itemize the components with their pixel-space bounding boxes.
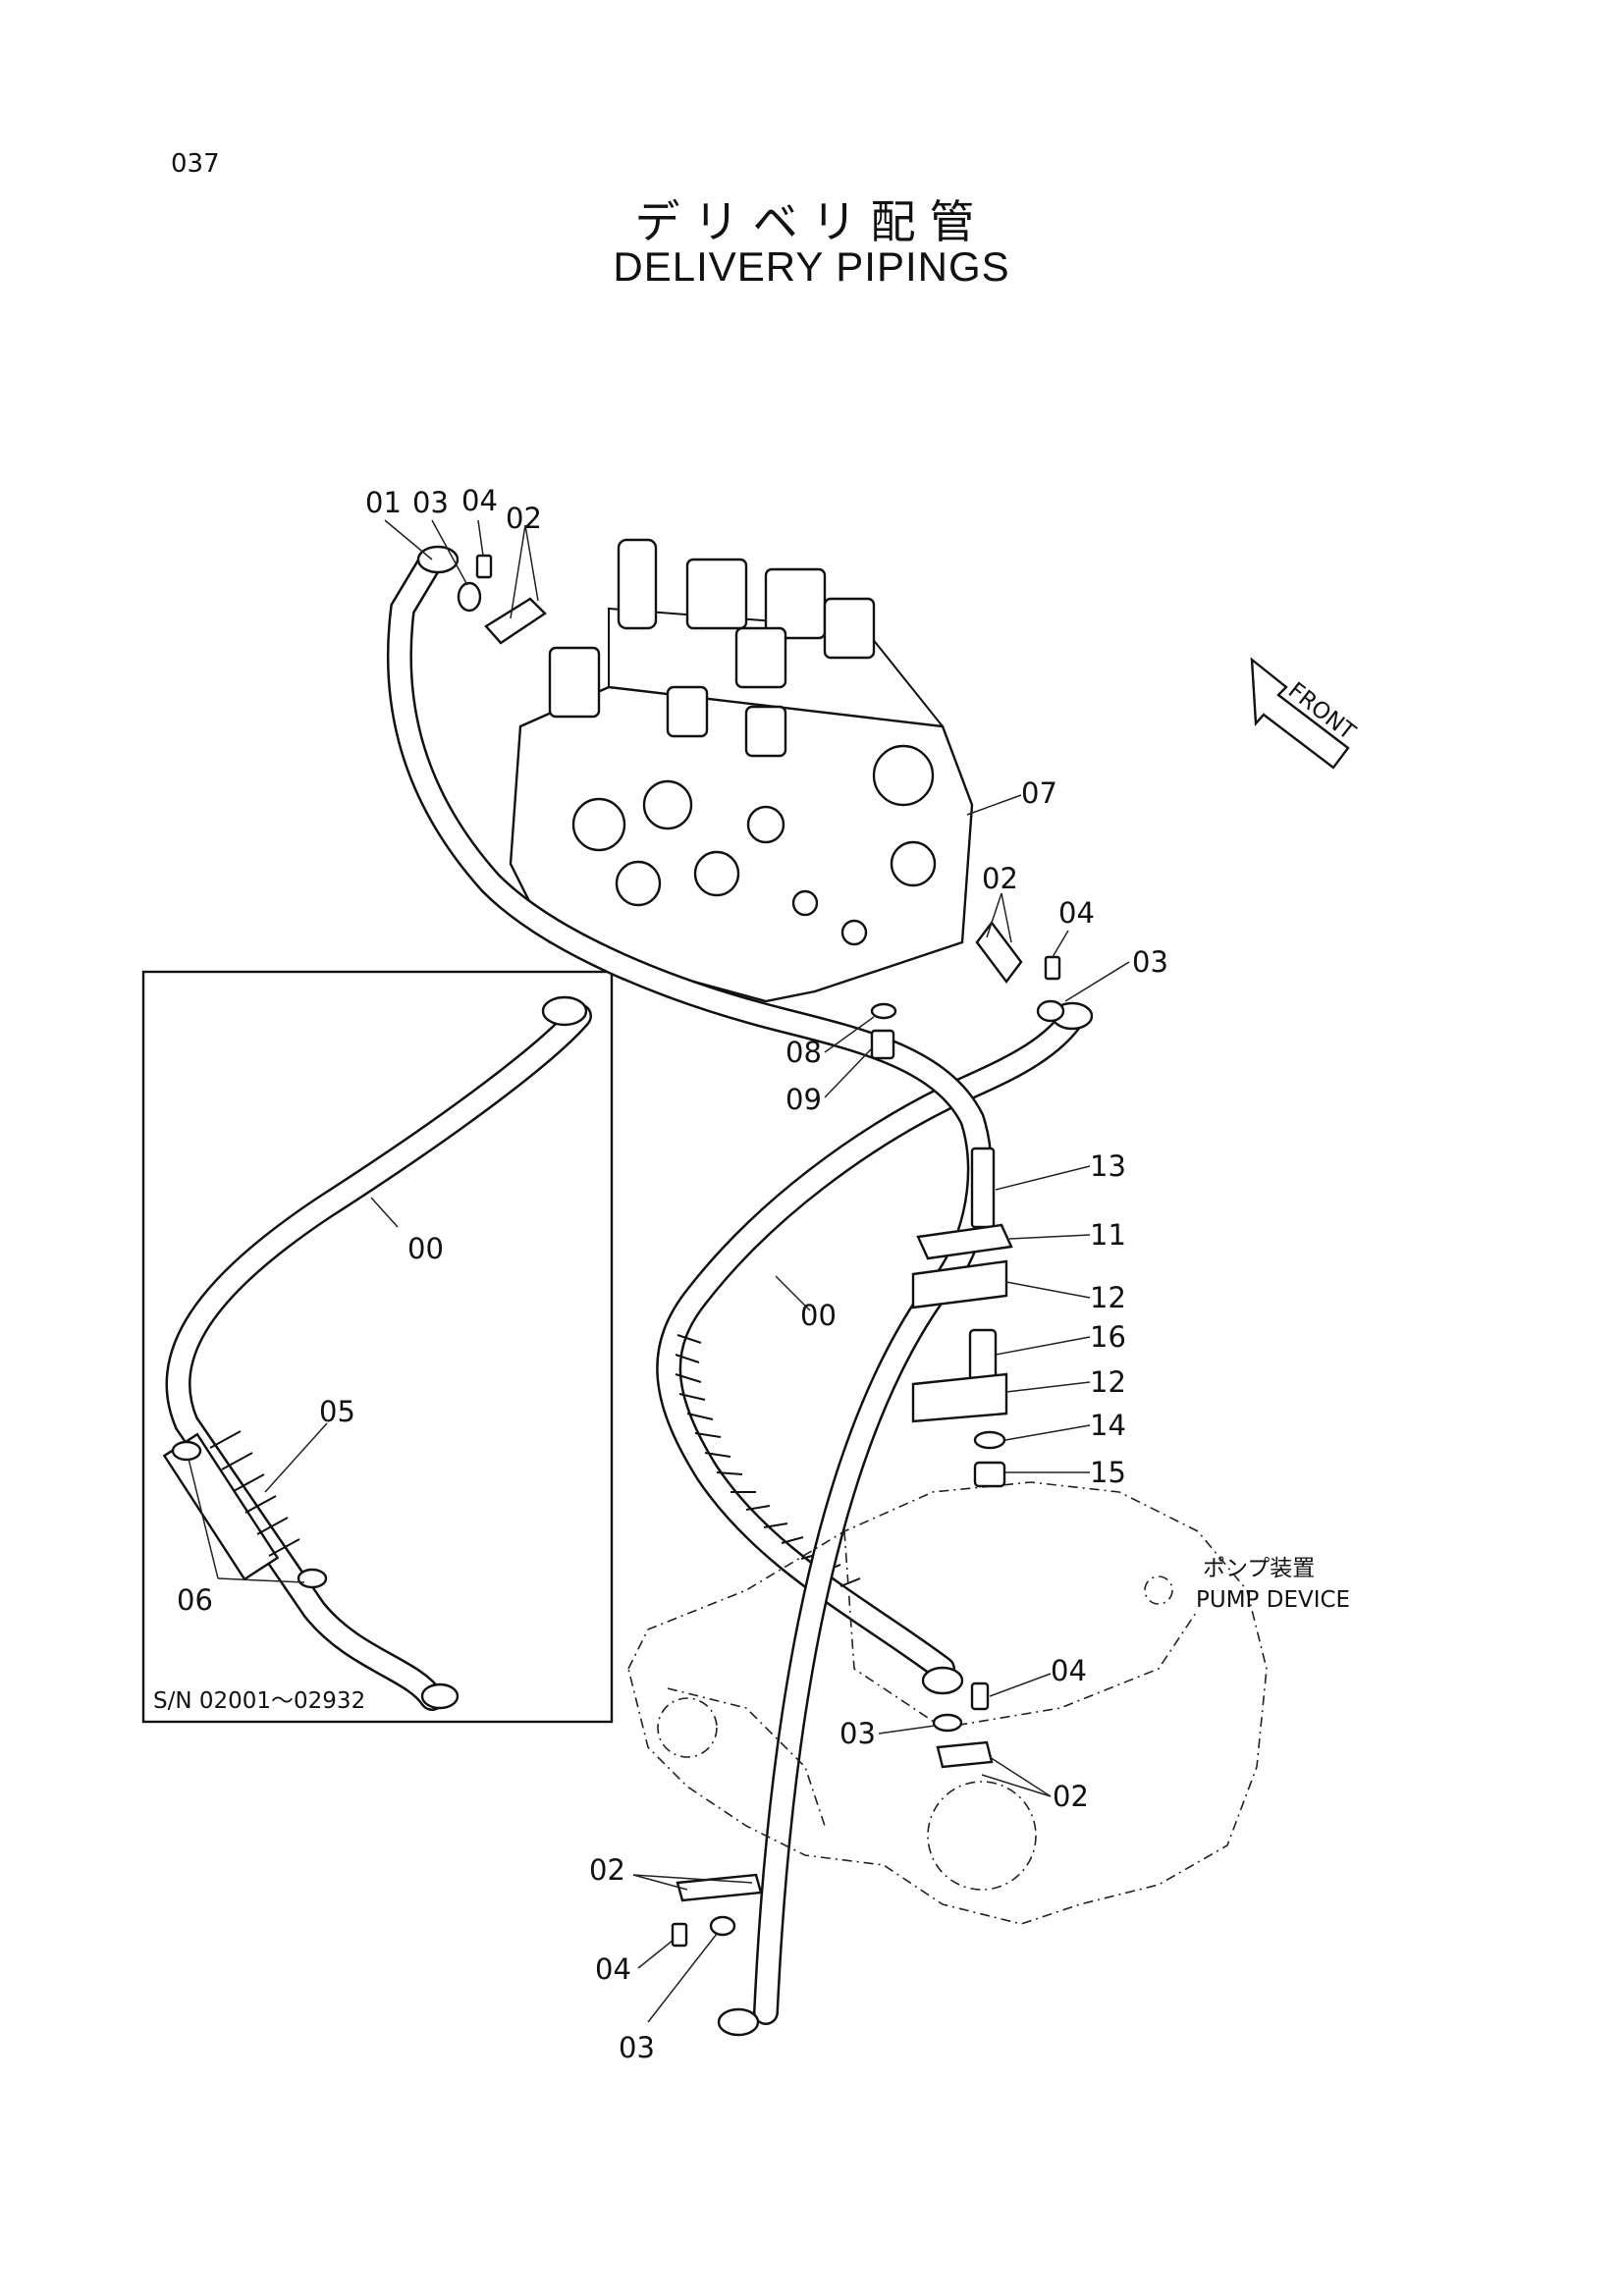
callout-02: 02 — [589, 1853, 625, 1887]
callout-03: 03 — [412, 486, 449, 519]
clamp-stack — [911, 1147, 1013, 1488]
callout-08: 08 — [785, 1036, 822, 1069]
callout-15: 15 — [1090, 1456, 1126, 1489]
o-ring-03-pump — [932, 1713, 963, 1733]
callout-01: 01 — [365, 486, 402, 519]
callout-00-inset: 00 — [407, 1232, 444, 1265]
callout-02: 02 — [1053, 1780, 1089, 1813]
inset-hose — [162, 995, 592, 1711]
pump-label-jp: ポンプ装置 — [1203, 1556, 1315, 1581]
callout-04: 04 — [461, 484, 498, 517]
o-ring-03-right — [1036, 999, 1065, 1023]
inset-frame — [141, 970, 614, 1724]
callout-12: 12 — [1090, 1365, 1126, 1399]
bolt-04-right — [1044, 955, 1061, 981]
callout-04: 04 — [1051, 1654, 1087, 1687]
callout-02: 02 — [982, 862, 1018, 895]
o-ring-03-top — [457, 581, 482, 613]
bolt-04-top — [475, 554, 493, 579]
flange-02-right — [975, 921, 1023, 984]
nut-15 — [973, 1461, 1006, 1488]
callout-14: 14 — [1090, 1409, 1126, 1442]
callout-13: 13 — [1090, 1149, 1126, 1183]
flange-02-pump — [936, 1740, 994, 1769]
callout-05: 05 — [319, 1395, 355, 1428]
callout-07: 07 — [1021, 776, 1057, 810]
callout-04: 04 — [595, 1952, 631, 1986]
hose-01-fitting-top — [416, 545, 460, 574]
control-valve — [509, 538, 974, 1003]
callout-12: 12 — [1090, 1281, 1126, 1314]
page-number: 037 — [171, 149, 220, 179]
hose-01-fitting-bottom — [717, 2007, 760, 2037]
callout-16: 16 — [1090, 1320, 1126, 1354]
callout-04: 04 — [1058, 896, 1095, 930]
callout-02: 02 — [506, 502, 542, 535]
hose-fitting-pump — [921, 1666, 964, 1695]
inset-fitting-bottom — [420, 1682, 460, 1710]
title-japanese: デリベリ配管 — [634, 195, 989, 248]
callout-09: 09 — [785, 1083, 822, 1116]
callout-06: 06 — [177, 1583, 213, 1617]
bolt-13 — [970, 1147, 996, 1229]
protector-sleeve — [162, 1430, 300, 1581]
plate-11 — [916, 1223, 1013, 1260]
inset-fitting-top — [541, 995, 588, 1027]
o-ring-08 — [870, 1002, 897, 1020]
callout-03: 03 — [619, 2031, 655, 2064]
pump-device — [627, 1481, 1268, 1925]
washer-14 — [973, 1430, 1006, 1450]
plug-09 — [870, 1029, 895, 1060]
pump-label-en: PUMP DEVICE — [1196, 1587, 1350, 1613]
hose-01 — [386, 545, 993, 2037]
flange-02-top — [484, 597, 547, 645]
front-arrow: FRONT — [1250, 657, 1361, 770]
leader-lines — [188, 519, 1130, 2023]
clamp-12-upper — [911, 1259, 1008, 1309]
clamp-lower — [297, 1568, 328, 1589]
title-english: DELIVERY PIPINGS — [613, 243, 1010, 290]
bolt-04-pump — [970, 1682, 990, 1711]
clamp-12-lower — [911, 1372, 1008, 1423]
clamp-upper — [171, 1440, 202, 1462]
bolt-04-lower — [671, 1922, 688, 1948]
inset-serial-range: S/N 02001～02932 — [153, 1688, 365, 1714]
callout-00: 00 — [800, 1299, 837, 1332]
o-ring-03-lower — [709, 1915, 736, 1937]
callout-03: 03 — [1132, 945, 1168, 979]
callout-03: 03 — [839, 1717, 876, 1750]
callout-11: 11 — [1090, 1218, 1126, 1252]
